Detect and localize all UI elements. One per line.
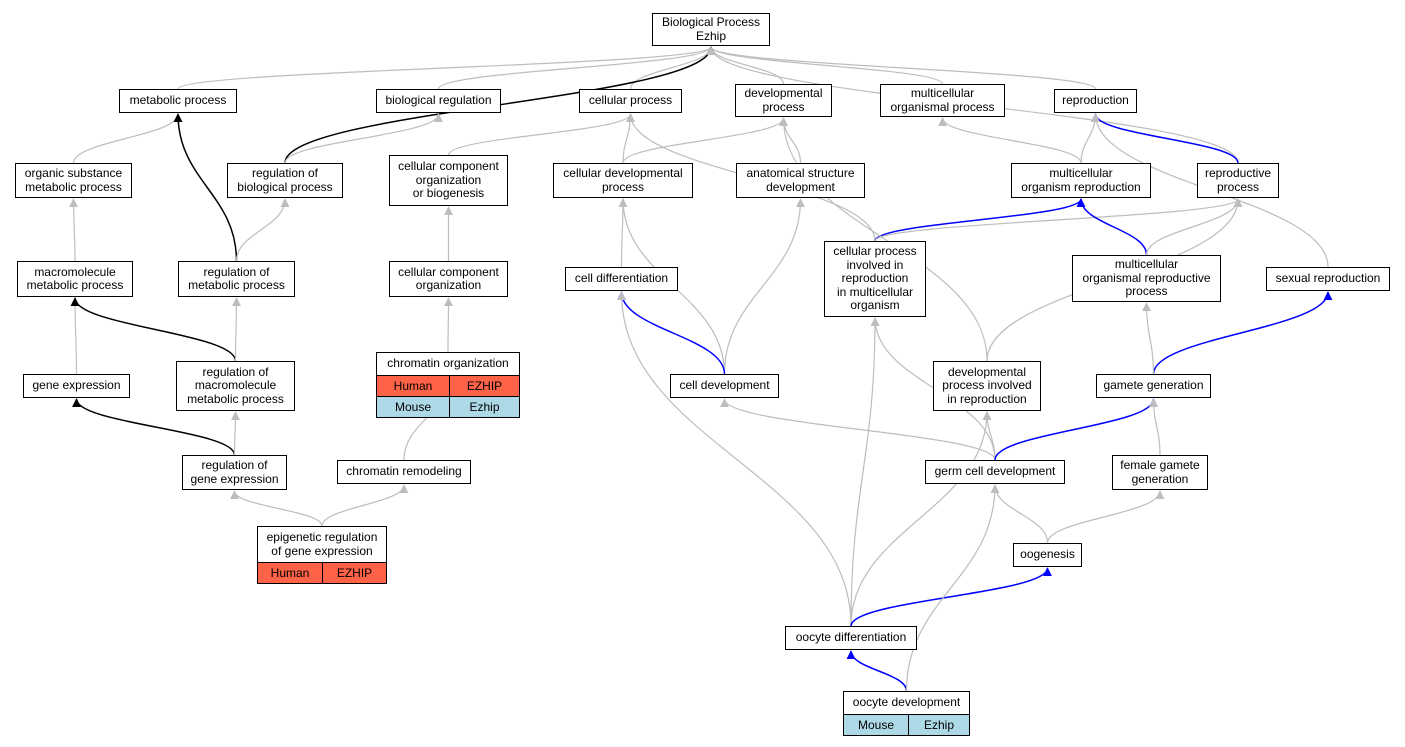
chromorg-mouse-species: Mouse xyxy=(376,396,450,418)
edge-macromol-to-organic xyxy=(69,198,79,262)
edge-celldevproc-to-devproc xyxy=(622,117,788,164)
edge-gamete-to-morp xyxy=(1142,302,1155,375)
edge-ccorgbio-to-cellular xyxy=(447,113,635,156)
node-oogenesis[interactable]: oogenesis xyxy=(1013,543,1082,567)
edge-chromorg-to-ccorg xyxy=(443,297,453,353)
edge-oogenesis-to-femgam xyxy=(1046,490,1165,544)
node-regmeta[interactable]: regulation of metabolic process xyxy=(178,261,295,297)
node-bioreg[interactable]: biological regulation xyxy=(376,89,501,113)
edge-oodiff-to-devrepro xyxy=(850,411,992,627)
chromorg-human-species: Human xyxy=(376,375,450,397)
node-germdev[interactable]: germ cell development xyxy=(925,460,1065,484)
edge-celldev-to-anat xyxy=(723,198,805,375)
node-reproproc[interactable]: reproductive process xyxy=(1197,163,1279,198)
edge-reproproc-to-reproduction xyxy=(1091,113,1239,164)
edge-cpir-to-multirepro xyxy=(874,198,1086,242)
node-morp[interactable]: multicellular organismal reproductive pr… xyxy=(1072,255,1221,302)
node-femgam[interactable]: female gamete generation xyxy=(1112,455,1208,490)
edge-devrepro-to-devproc xyxy=(779,117,988,362)
edge-regmeta-to-regbio xyxy=(235,198,290,262)
node-oodiff[interactable]: oocyte differentiation xyxy=(785,626,917,650)
node-celldev[interactable]: cell development xyxy=(670,374,779,398)
edge-cpir-to-reproproc xyxy=(874,198,1243,242)
edge-oodiff-to-cpir xyxy=(850,317,880,627)
chromorg-mouse-gene: Ezhip xyxy=(449,396,520,418)
edge-multirepro-to-multicell xyxy=(938,117,1082,164)
node-chromrem[interactable]: chromatin remodeling xyxy=(337,460,471,484)
edge-bioreg-to-root xyxy=(437,46,716,90)
node-celldevproc[interactable]: cellular developmental process xyxy=(553,163,693,198)
node-reggene[interactable]: regulation of gene expression xyxy=(182,455,287,490)
edge-regmacro-to-regmeta xyxy=(231,297,241,362)
node-reproduction[interactable]: reproduction xyxy=(1054,89,1137,113)
edge-epigen-to-chromrem xyxy=(321,484,409,527)
edge-regbio-to-bioreg xyxy=(284,113,443,164)
edge-celldev-to-celldiff xyxy=(617,291,726,375)
node-cellular[interactable]: cellular process xyxy=(579,89,682,113)
node-devproc[interactable]: developmental process xyxy=(735,84,832,117)
edge-multirepro-to-reproduction xyxy=(1080,113,1100,164)
node-anat[interactable]: anatomical structure development xyxy=(736,163,865,198)
edge-organic-to-metabolic xyxy=(72,113,183,164)
edge-oodev-to-oodiff xyxy=(846,650,908,692)
node-root[interactable]: Biological Process Ezhip xyxy=(652,13,770,46)
edge-germdev-to-celldev xyxy=(720,398,996,461)
edge-celldevproc-to-cellular xyxy=(622,113,635,164)
node-cpir[interactable]: cellular process involved in reproductio… xyxy=(824,241,926,317)
chromorg-human-gene: EZHIP xyxy=(449,375,520,397)
edge-reggene-to-regmacro xyxy=(230,411,240,456)
edge-multicell-to-root xyxy=(706,46,944,85)
edge-oogenesis-to-germdev xyxy=(990,484,1049,544)
edge-reproduction-to-root xyxy=(706,46,1097,90)
node-macromol[interactable]: macromolecule metabolic process xyxy=(17,261,133,297)
edge-regmacro-to-macromol xyxy=(70,297,237,362)
node-ccorgbio[interactable]: cellular component organization or bioge… xyxy=(389,155,508,206)
edge-oodev-to-germdev xyxy=(905,484,1000,692)
edge-gamete-to-sexrep xyxy=(1152,291,1333,375)
node-epigen[interactable]: epigenetic regulation of gene expression xyxy=(257,526,387,563)
edge-celldiff-to-celldevproc xyxy=(618,198,628,268)
edge-morp-to-multirepro xyxy=(1076,198,1148,256)
node-multirepro[interactable]: multicellular organism reproduction xyxy=(1011,163,1151,198)
edge-germdev-to-gamete xyxy=(994,398,1158,461)
node-regmacro[interactable]: regulation of macromolecule metabolic pr… xyxy=(176,361,295,411)
node-ccorg[interactable]: cellular component organization xyxy=(389,261,508,297)
node-devrepro[interactable]: developmental process involved in reprod… xyxy=(933,361,1041,411)
oodev-mouse-gene: Ezhip xyxy=(908,714,970,736)
node-organic[interactable]: organic substance metabolic process xyxy=(15,163,132,198)
edge-regmeta-to-metabolic xyxy=(173,113,238,262)
edge-reggene-to-geneexp xyxy=(72,398,236,456)
node-regbio[interactable]: regulation of biological process xyxy=(227,163,343,198)
epigen-human-gene: EZHIP xyxy=(322,562,387,584)
edge-oodiff-to-oogenesis xyxy=(850,567,1052,627)
edge-geneexp-to-macromol xyxy=(70,297,80,375)
node-multicell[interactable]: multicellular organismal process xyxy=(880,84,1005,117)
edge-oodiff-to-celldiff xyxy=(617,291,852,627)
node-celldiff[interactable]: cell differentiation xyxy=(565,267,678,291)
node-geneexp[interactable]: gene expression xyxy=(23,374,130,398)
edge-epigen-to-reggene xyxy=(230,490,323,527)
epigen-human-species: Human xyxy=(257,562,323,584)
node-metabolic[interactable]: metabolic process xyxy=(119,89,237,113)
edge-metabolic-to-root xyxy=(177,46,716,90)
node-chromorg[interactable]: chromatin organization xyxy=(376,352,520,376)
node-gamete[interactable]: gamete generation xyxy=(1096,374,1211,398)
edge-femgam-to-gamete xyxy=(1149,398,1161,456)
node-sexrep[interactable]: sexual reproduction xyxy=(1266,267,1390,291)
oodev-mouse-species: Mouse xyxy=(843,714,909,736)
node-oodev[interactable]: oocyte development xyxy=(843,691,970,715)
